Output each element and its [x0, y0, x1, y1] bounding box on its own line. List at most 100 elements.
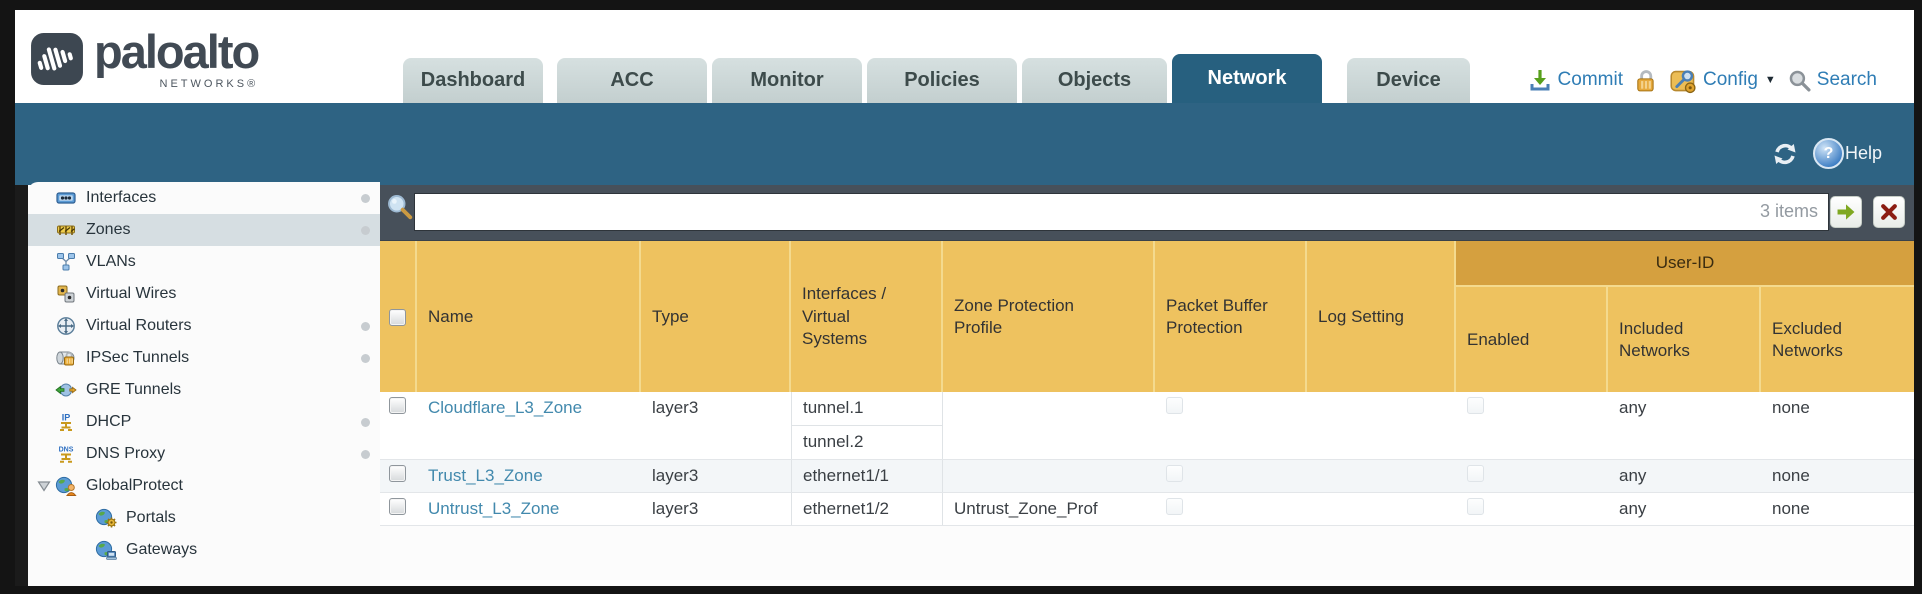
filter-input-wrap: 3 items	[414, 193, 1829, 231]
tab-acc[interactable]: ACC	[557, 58, 707, 103]
clear-filter-button[interactable]	[1873, 196, 1905, 228]
column-header-type[interactable]: Type	[641, 241, 791, 393]
sidebar-item-zones[interactable]: Zones	[28, 214, 380, 246]
virtual-routers-icon	[55, 316, 77, 336]
zone-name-link[interactable]: Untrust_L3_Zone	[428, 499, 560, 518]
packet-buffer-protection-checkbox[interactable]	[1166, 397, 1183, 414]
zones-table-header: Name Type Interfaces / Virtual Systems Z…	[380, 240, 1914, 393]
zone-name-cell: Trust_L3_Zone	[417, 460, 641, 492]
tab-network[interactable]: Network	[1172, 54, 1322, 103]
chevron-down-icon: ▼	[1764, 74, 1776, 86]
interfaces-cell: ethernet1/2	[791, 493, 943, 525]
log-setting-cell	[1307, 460, 1456, 492]
excluded-networks-cell: none	[1772, 398, 1810, 417]
item-dot-indicator	[361, 194, 370, 203]
tab-objects[interactable]: Objects	[1022, 58, 1167, 103]
excluded-networks-cell: none	[1772, 499, 1810, 518]
sidebar-item-virtual-wires[interactable]: Virtual Wires	[28, 278, 380, 310]
utility-bar: Commit Config ▼	[1527, 63, 1877, 97]
brand-sub: NETWORKS®	[159, 78, 259, 90]
column-header-zone-protection-profile[interactable]: Zone Protection Profile	[943, 241, 1155, 393]
user-id-enabled-cell	[1456, 392, 1608, 459]
sidebar-item-virtual-routers[interactable]: Virtual Routers	[28, 310, 380, 342]
interface-entry: ethernet1/1	[803, 466, 890, 485]
zone-name-link[interactable]: Cloudflare_L3_Zone	[428, 398, 583, 417]
select-all-column	[380, 241, 417, 393]
paloalto-logo-icon	[31, 33, 83, 85]
user-id-enabled-checkbox[interactable]	[1467, 397, 1484, 414]
teal-actions: ? Help	[1771, 138, 1882, 169]
virtual-wires-icon	[55, 284, 77, 304]
item-dot-indicator	[361, 226, 370, 235]
interface-entry: tunnel.2	[803, 432, 864, 451]
sidebar-item-portals[interactable]: Portals	[28, 502, 380, 534]
packet-buffer-protection-checkbox[interactable]	[1166, 465, 1183, 482]
log-setting-cell	[1307, 392, 1456, 459]
sidebar-item-label: Virtual Wires	[86, 285, 177, 302]
sidebar-item-label: DNS Proxy	[86, 445, 166, 462]
column-header-excluded-networks[interactable]: Excluded Networks	[1772, 318, 1843, 360]
paloalto-wordmark: paloalto NETWORKS®	[94, 28, 260, 91]
sidebar-item-interfaces[interactable]: Interfaces	[28, 182, 380, 214]
teal-subheader	[15, 103, 1914, 185]
sidebar-item-vlans[interactable]: VLANs	[28, 246, 380, 278]
column-header-interfaces[interactable]: Interfaces / Virtual Systems	[791, 241, 943, 393]
global-search-button[interactable]: Search	[1787, 68, 1877, 93]
sidebar-item-ipsec-tunnels[interactable]: IPSec Tunnels	[28, 342, 380, 374]
row-checkbox[interactable]	[389, 498, 406, 515]
gre-tunnels-icon	[55, 380, 77, 400]
config-icon	[1670, 69, 1696, 93]
select-all-checkbox[interactable]	[389, 308, 406, 326]
lock-icon[interactable]	[1634, 67, 1658, 94]
column-header-log-setting[interactable]: Log Setting	[1307, 241, 1456, 393]
filter-input[interactable]	[419, 196, 1723, 226]
column-header-enabled[interactable]: Enabled	[1456, 287, 1608, 393]
sidebar-item-label: Portals	[126, 509, 176, 526]
search-label: Search	[1816, 69, 1877, 90]
included-networks-cell: any	[1619, 466, 1647, 485]
left-edge-strip	[15, 185, 28, 586]
apply-filter-button[interactable]	[1830, 196, 1862, 228]
zone-name-cell: Cloudflare_L3_Zone	[417, 392, 641, 459]
user-id-enabled-checkbox[interactable]	[1467, 498, 1484, 515]
user-id-enabled-cell	[1456, 493, 1608, 525]
sidebar-item-gateways[interactable]: Gateways	[28, 534, 380, 566]
table-empty-area	[380, 526, 1914, 586]
user-id-enabled-checkbox[interactable]	[1467, 465, 1484, 482]
row-select-cell	[380, 493, 417, 525]
config-label: Config	[1702, 69, 1758, 90]
log-setting-cell	[1307, 493, 1456, 525]
zone-type-cell: layer3	[652, 499, 699, 518]
config-menu[interactable]: Config ▼	[1669, 66, 1776, 95]
tab-device[interactable]: Device	[1347, 58, 1470, 103]
sidebar-item-gre-tunnels[interactable]: GRE Tunnels	[28, 374, 380, 406]
column-header-name[interactable]: Name	[417, 241, 641, 393]
interfaces-cell: ethernet1/1	[791, 460, 943, 492]
column-header-included-networks[interactable]: Included Networks	[1608, 287, 1761, 393]
help-button[interactable]: ? Help	[1812, 138, 1882, 169]
commit-button[interactable]: Commit	[1527, 67, 1623, 93]
tab-dashboard[interactable]: Dashboard	[403, 58, 543, 103]
tab-policies[interactable]: Policies	[867, 58, 1017, 103]
row-checkbox[interactable]	[389, 465, 406, 482]
refresh-icon[interactable]	[1771, 141, 1799, 167]
zone-name-cell: Untrust_L3_Zone	[417, 493, 641, 525]
item-dot-indicator	[361, 354, 370, 363]
sidebar-item-label: Gateways	[126, 541, 198, 558]
excluded-networks-cell: none	[1772, 466, 1810, 485]
tab-monitor[interactable]: Monitor	[712, 58, 862, 103]
row-checkbox[interactable]	[389, 397, 406, 414]
zone-name-link[interactable]: Trust_L3_Zone	[428, 466, 543, 485]
expander-triangle-icon[interactable]	[37, 479, 51, 493]
packet-buffer-protection-checkbox[interactable]	[1166, 498, 1183, 515]
column-header-packet-buffer-protection[interactable]: Packet Buffer Protection	[1155, 241, 1307, 393]
row-select-cell	[380, 460, 417, 492]
help-label: Help	[1844, 143, 1882, 163]
row-select-cell	[380, 392, 417, 459]
sidebar-item-globalprotect[interactable]: GlobalProtect	[28, 470, 380, 502]
